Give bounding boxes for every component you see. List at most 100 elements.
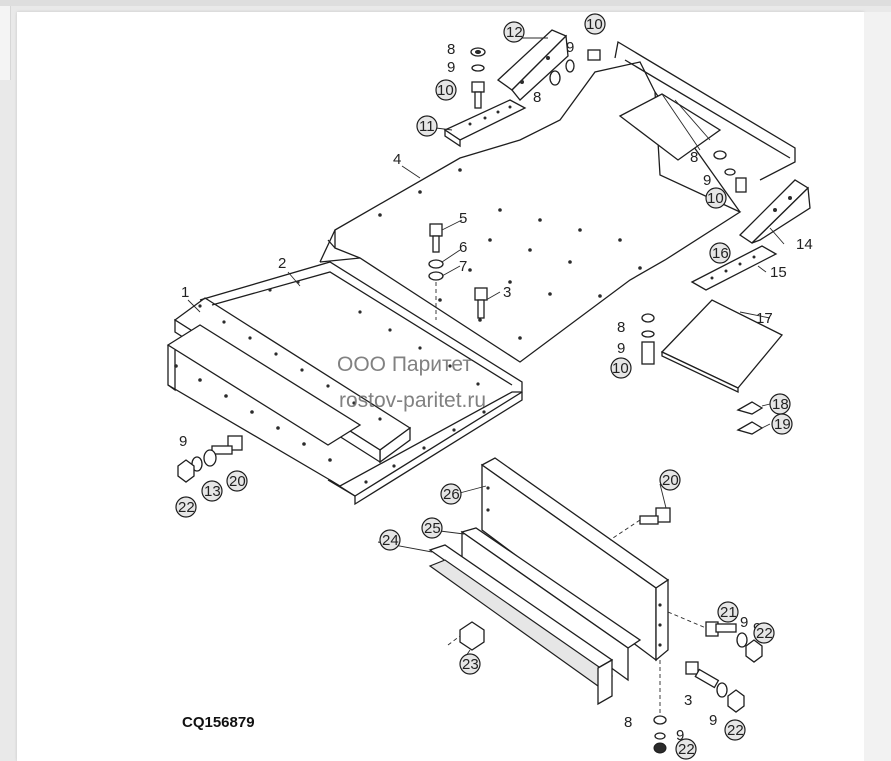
callout-22-b: 22 bbox=[753, 622, 775, 644]
callout-6: 6 bbox=[459, 239, 467, 256]
svg-text:13: 13 bbox=[204, 483, 221, 500]
callout-8-a: 8 bbox=[447, 41, 455, 58]
svg-text:8: 8 bbox=[617, 319, 625, 336]
angle-bar-part bbox=[428, 544, 614, 706]
callout-7: 7 bbox=[459, 258, 467, 275]
svg-text:15: 15 bbox=[770, 264, 787, 281]
top-plate-part bbox=[319, 61, 742, 363]
callout-10-a: 10 bbox=[584, 13, 606, 35]
svg-text:6: 6 bbox=[459, 239, 467, 256]
callout-20-b: 20 bbox=[659, 469, 681, 491]
side-rail-part bbox=[173, 297, 412, 464]
callout-8-e: 8 bbox=[624, 714, 632, 731]
callout-20-a: 20 bbox=[226, 470, 248, 492]
svg-text:9: 9 bbox=[447, 59, 455, 76]
svg-text:12: 12 bbox=[506, 24, 523, 41]
svg-text:19: 19 bbox=[774, 416, 791, 433]
svg-text:22: 22 bbox=[678, 741, 695, 758]
callout-26: 26 bbox=[440, 483, 462, 505]
right-gutter bbox=[864, 12, 891, 761]
callout-13: 13 bbox=[201, 480, 223, 502]
svg-text:26: 26 bbox=[443, 486, 460, 503]
svg-text:11: 11 bbox=[419, 118, 435, 135]
svg-text:9: 9 bbox=[703, 172, 711, 189]
diagram-card bbox=[17, 12, 864, 761]
callout-18: 18 bbox=[769, 393, 791, 415]
svg-text:9: 9 bbox=[676, 727, 684, 744]
svg-text:2: 2 bbox=[278, 255, 286, 272]
callout-labels: 1 2 3 3 4 5 6 7 8 8 8 8 8 9 9 9 9 9 9 9 … bbox=[175, 13, 813, 760]
svg-text:8: 8 bbox=[690, 149, 698, 166]
svg-text:7: 7 bbox=[459, 258, 467, 275]
svg-text:10: 10 bbox=[437, 82, 454, 99]
svg-text:16: 16 bbox=[712, 245, 729, 262]
strip-plate-11 bbox=[443, 99, 527, 148]
svg-text:9: 9 bbox=[566, 39, 574, 56]
callout-11: 11 bbox=[416, 115, 438, 137]
svg-text:9: 9 bbox=[617, 340, 625, 357]
callout-16: 16 bbox=[709, 242, 731, 264]
callout-4: 4 bbox=[393, 151, 401, 168]
svg-text:10: 10 bbox=[612, 360, 629, 377]
svg-text:3: 3 bbox=[503, 284, 511, 301]
callout-10-c: 10 bbox=[705, 187, 727, 209]
callout-8-d: 8 bbox=[617, 319, 625, 336]
callout-3-center: 3 bbox=[503, 284, 511, 301]
callout-8-c: 8 bbox=[690, 149, 698, 166]
svg-text:22: 22 bbox=[727, 722, 744, 739]
upper-shell-part bbox=[614, 40, 796, 213]
callout-9-h: 9 bbox=[676, 727, 684, 744]
watermark-url: rostov-paritet.ru bbox=[339, 389, 486, 412]
watermark-company: ООО Паритет bbox=[337, 353, 472, 376]
callout-9-c: 9 bbox=[703, 172, 711, 189]
callout-9-a: 9 bbox=[447, 59, 455, 76]
figure-code: CQ156879 bbox=[182, 714, 255, 731]
callout-25: 25 bbox=[421, 517, 443, 539]
callout-15: 15 bbox=[770, 264, 787, 281]
svg-text:20: 20 bbox=[662, 472, 679, 489]
tray-frame-part bbox=[166, 261, 523, 506]
callout-19: 19 bbox=[771, 413, 793, 435]
callout-1: 1 bbox=[181, 284, 189, 301]
top-strip bbox=[0, 0, 891, 6]
svg-text:17: 17 bbox=[756, 310, 773, 327]
svg-text:1: 1 bbox=[181, 284, 189, 301]
callout-9-b: 9 bbox=[566, 39, 574, 56]
svg-text:10: 10 bbox=[586, 16, 603, 33]
svg-text:9: 9 bbox=[179, 433, 187, 450]
svg-text:8: 8 bbox=[533, 89, 541, 106]
callout-21: 21 bbox=[717, 601, 739, 623]
callout-17: 17 bbox=[756, 310, 773, 327]
callout-12: 12 bbox=[503, 21, 525, 43]
long-box-part bbox=[480, 457, 670, 662]
callout-5: 5 bbox=[459, 210, 467, 227]
svg-text:25: 25 bbox=[424, 520, 441, 537]
svg-text:24: 24 bbox=[382, 532, 399, 549]
callout-3-lower: 3 bbox=[684, 692, 692, 709]
callout-9-f: 9 bbox=[740, 614, 748, 631]
svg-text:8: 8 bbox=[624, 714, 632, 731]
strip-plate-15 bbox=[690, 245, 778, 291]
callout-24: 24 bbox=[379, 529, 401, 551]
callout-9-e: 9 bbox=[179, 433, 187, 450]
callout-14: 14 bbox=[796, 236, 813, 253]
callout-10-b: 10 bbox=[435, 79, 457, 101]
callout-9-g: 9 bbox=[709, 712, 717, 729]
left-panel bbox=[0, 6, 11, 80]
right-bracket-part bbox=[738, 179, 811, 244]
svg-text:18: 18 bbox=[772, 396, 789, 413]
svg-text:23: 23 bbox=[462, 656, 479, 673]
svg-text:22: 22 bbox=[178, 499, 195, 516]
svg-text:21: 21 bbox=[720, 604, 737, 621]
svg-text:5: 5 bbox=[459, 210, 467, 227]
callout-22-c: 22 bbox=[724, 719, 746, 741]
top-bracket-part bbox=[496, 29, 569, 101]
svg-text:4: 4 bbox=[393, 151, 401, 168]
callout-2: 2 bbox=[278, 255, 286, 272]
svg-text:10: 10 bbox=[707, 190, 724, 207]
callout-22-a: 22 bbox=[175, 496, 197, 518]
flat-sheet-part bbox=[660, 299, 784, 394]
svg-text:9: 9 bbox=[740, 614, 748, 631]
callout-9-d: 9 bbox=[617, 340, 625, 357]
